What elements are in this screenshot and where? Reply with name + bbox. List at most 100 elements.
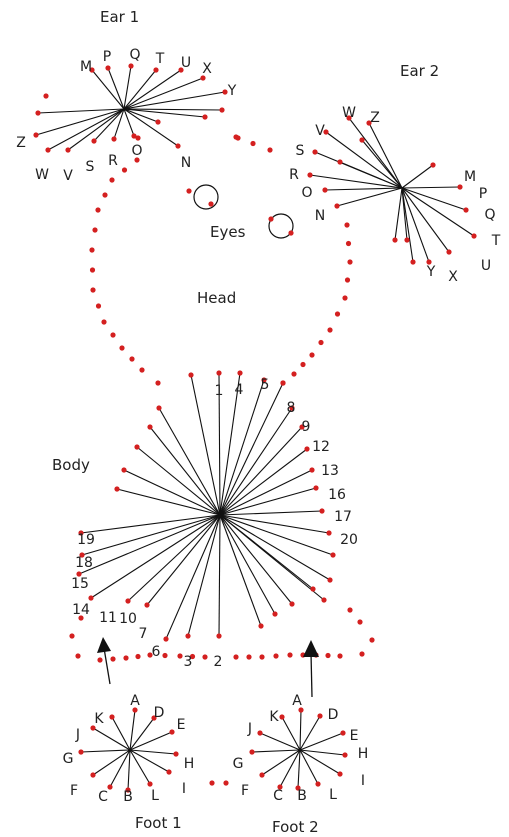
foot1-spoke bbox=[129, 749, 151, 785]
ear1-spoke bbox=[67, 108, 125, 151]
head-outline-dot bbox=[155, 380, 161, 386]
body-label: 8 bbox=[287, 400, 296, 416]
body-outline-dot bbox=[359, 651, 365, 657]
foot2-spoke-dot bbox=[279, 714, 285, 720]
body-outline-dot bbox=[75, 653, 81, 659]
foot2-title: Foot 2 bbox=[272, 818, 319, 836]
ear1-spoke bbox=[93, 108, 125, 142]
foot2-label: K bbox=[269, 709, 279, 725]
ear2-label: M bbox=[464, 169, 476, 185]
head-outline-dot bbox=[92, 227, 98, 233]
foot1-label: I bbox=[182, 781, 186, 797]
foot1-label: C bbox=[98, 789, 108, 805]
foot2-label: E bbox=[350, 728, 359, 744]
body-outline-dot bbox=[162, 652, 168, 659]
body-outline-dot bbox=[287, 652, 293, 658]
body-label: 2 bbox=[214, 654, 223, 670]
foot2-spoke-dot bbox=[295, 785, 301, 791]
ear1-spoke-dot bbox=[33, 132, 39, 138]
foot2-label: B bbox=[297, 788, 307, 804]
head-outline-dot bbox=[334, 311, 341, 317]
eyes-title: Eyes bbox=[210, 223, 246, 241]
foot1-spoke-dot bbox=[166, 769, 172, 775]
body-label: 6 bbox=[152, 644, 161, 660]
body-spoke-dot bbox=[78, 530, 84, 536]
body-spoke bbox=[80, 514, 221, 534]
foot1-spoke-dot bbox=[107, 784, 113, 790]
ear1-dot bbox=[43, 93, 49, 99]
ear1-label: T bbox=[155, 51, 165, 67]
head-outline-dot bbox=[90, 287, 96, 293]
body-spoke bbox=[219, 372, 241, 516]
body-spoke bbox=[136, 446, 221, 516]
body-spoke-dot bbox=[299, 424, 305, 430]
foot2-spoke bbox=[297, 749, 301, 789]
body-spoke-dot bbox=[304, 446, 310, 452]
body-spoke-dot bbox=[321, 597, 327, 603]
body-spoke-dot bbox=[134, 444, 140, 450]
body-spoke bbox=[116, 488, 221, 516]
head-outline-dot bbox=[345, 240, 352, 247]
body-outline-dot bbox=[97, 657, 103, 663]
ear1-label: P bbox=[103, 49, 111, 65]
ear2-spoke-dot bbox=[337, 159, 343, 165]
foot1-spoke-dot bbox=[125, 787, 131, 793]
body-label: 19 bbox=[77, 532, 95, 548]
ear1-spoke-dot bbox=[131, 133, 137, 139]
ear1-spoke bbox=[47, 108, 125, 151]
foot2-label: I bbox=[361, 773, 365, 789]
arrow-foot1-to-body bbox=[97, 637, 111, 685]
ear2-spoke bbox=[348, 117, 403, 189]
body-spoke bbox=[219, 514, 314, 590]
body-outline-dot bbox=[202, 654, 208, 660]
body-spoke-dot bbox=[330, 552, 336, 558]
foot1-label: G bbox=[63, 751, 74, 767]
head-outline-dot bbox=[95, 303, 102, 309]
foot1-label: E bbox=[177, 717, 186, 733]
ear1-label: U bbox=[181, 55, 191, 71]
body-spoke-dot bbox=[121, 467, 127, 473]
foot1-spoke bbox=[92, 727, 131, 751]
ear1-spoke bbox=[113, 108, 125, 140]
ear2-spoke-dot bbox=[334, 203, 340, 209]
head-outline-dot bbox=[119, 345, 125, 351]
ear2-spoke bbox=[401, 164, 434, 189]
ear1-spoke-dot bbox=[65, 147, 71, 153]
body-spoke-dot bbox=[88, 595, 94, 601]
ear1-spoke-dot bbox=[45, 147, 51, 153]
body-outline-dot bbox=[369, 637, 375, 643]
ear2-title: Ear 2 bbox=[400, 62, 439, 80]
head-outline-dot bbox=[129, 356, 135, 362]
body-spoke-dot bbox=[76, 571, 82, 577]
ear2-spoke bbox=[339, 161, 403, 189]
body-spoke-dot bbox=[309, 467, 315, 473]
body-label: 18 bbox=[75, 555, 93, 571]
foot2-label: D bbox=[328, 707, 339, 723]
body-spoke bbox=[219, 514, 262, 627]
body-label: 13 bbox=[321, 463, 339, 479]
foot2-label: J bbox=[247, 721, 252, 737]
ear1-label: M bbox=[80, 59, 92, 75]
ear1-label: Z bbox=[16, 135, 26, 151]
ear1-label: Y bbox=[227, 83, 237, 99]
foot1-label: L bbox=[151, 788, 159, 804]
foot-gap-dot bbox=[223, 780, 229, 786]
ear1-spoke-dot bbox=[200, 75, 206, 81]
ear2-spoke bbox=[325, 131, 403, 189]
body-spoke bbox=[218, 372, 221, 516]
ear1-spoke bbox=[123, 77, 204, 110]
foot2-spoke-dot bbox=[277, 784, 283, 790]
ear1-spoke bbox=[123, 108, 159, 123]
body-spoke bbox=[123, 469, 221, 516]
ear1-label: S bbox=[86, 159, 95, 175]
body-spoke-dot bbox=[79, 552, 85, 558]
ear2-spoke-dot bbox=[446, 249, 452, 255]
ear1-spoke-dot bbox=[155, 119, 161, 125]
foot1-spoke bbox=[129, 749, 177, 755]
body-outline-dot bbox=[273, 653, 279, 659]
foot1-spoke-dot bbox=[132, 707, 138, 713]
body-spoke-dot bbox=[327, 577, 333, 583]
foot1-spoke bbox=[92, 749, 131, 776]
foot1-label: A bbox=[130, 693, 140, 709]
foot1-label: B bbox=[123, 789, 133, 805]
